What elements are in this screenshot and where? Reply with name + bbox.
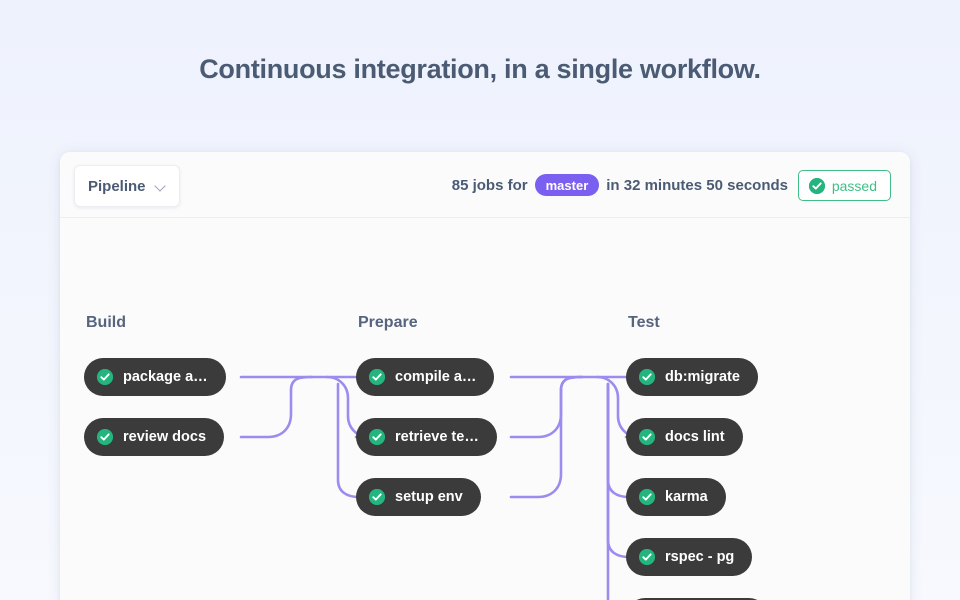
branch-badge[interactable]: master bbox=[534, 174, 600, 196]
check-circle-icon bbox=[369, 429, 385, 445]
job-name: setup env bbox=[395, 489, 463, 505]
job-pill[interactable]: spinach - pg bbox=[626, 598, 769, 600]
stage-title-prepare: Prepare bbox=[358, 314, 418, 331]
pipeline-dropdown[interactable]: Pipeline bbox=[74, 165, 180, 207]
pipeline-status-summary: 85 jobs for master in 32 minutes 50 seco… bbox=[452, 152, 788, 218]
job-pill[interactable]: karma bbox=[626, 478, 726, 516]
job-pill[interactable]: docs lint bbox=[626, 418, 743, 456]
job-name: retrieve te… bbox=[395, 429, 479, 445]
stage-title-test: Test bbox=[628, 314, 660, 331]
job-name: docs lint bbox=[665, 429, 725, 445]
pipeline-dropdown-label: Pipeline bbox=[88, 177, 146, 195]
pipeline-card-header: Pipeline 85 jobs for master in 32 minute… bbox=[60, 152, 910, 218]
status-badge-passed[interactable]: passed bbox=[797, 170, 891, 201]
chevron-down-icon bbox=[155, 181, 166, 192]
stage-title-build: Build bbox=[86, 314, 126, 331]
job-pill[interactable]: setup env bbox=[356, 478, 481, 516]
job-pill[interactable]: package a… bbox=[84, 358, 226, 396]
check-circle-icon bbox=[369, 489, 385, 505]
jobs-count-text: 85 jobs for bbox=[451, 176, 528, 194]
job-pill[interactable]: compile a… bbox=[356, 358, 495, 396]
job-name: package a… bbox=[123, 369, 208, 385]
pipeline-card: Pipeline 85 jobs for master in 32 minute… bbox=[60, 152, 910, 600]
page-headline: Continuous integration, in a single work… bbox=[199, 54, 761, 84]
job-name: compile a… bbox=[395, 369, 477, 385]
job-pill[interactable]: review docs bbox=[84, 418, 225, 456]
check-circle-icon bbox=[639, 429, 655, 445]
check-circle-icon bbox=[639, 489, 655, 505]
job-name: karma bbox=[665, 489, 708, 505]
duration-text: in 32 minutes 50 seconds bbox=[606, 176, 788, 194]
job-name: rspec - pg bbox=[665, 549, 735, 565]
check-circle-icon bbox=[639, 549, 655, 565]
job-name: review docs bbox=[123, 429, 207, 445]
check-circle-icon bbox=[97, 369, 113, 385]
check-circle-icon bbox=[369, 369, 385, 385]
check-circle-icon bbox=[97, 429, 113, 445]
job-pill[interactable]: rspec - pg bbox=[626, 538, 753, 576]
job-pill[interactable]: db:migrate bbox=[626, 358, 758, 396]
status-badge-label: passed bbox=[831, 177, 877, 194]
pipeline-connectors bbox=[239, 375, 640, 600]
job-name: db:migrate bbox=[665, 369, 740, 385]
check-circle-icon bbox=[639, 369, 655, 385]
check-circle-icon bbox=[808, 177, 825, 194]
job-pill[interactable]: retrieve te… bbox=[356, 418, 497, 456]
pipeline-graph: Build Prepare Test bbox=[60, 218, 910, 600]
